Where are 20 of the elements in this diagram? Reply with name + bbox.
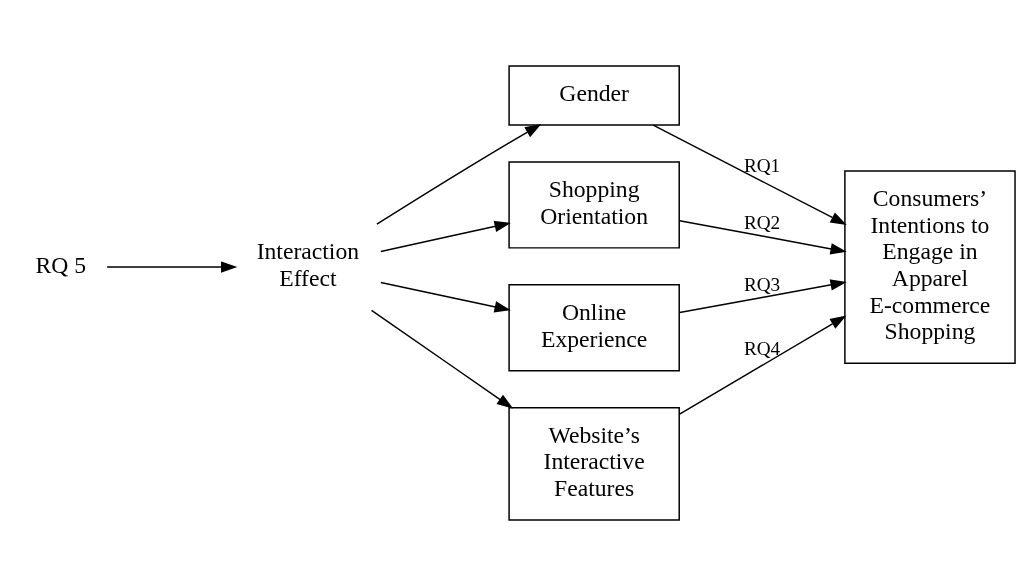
- edge-label: RQ3: [743, 273, 781, 295]
- node-text: RQ 5: [35, 251, 87, 278]
- edge-label: RQ4: [743, 337, 781, 359]
- arrow: [370, 309, 514, 409]
- edge-label: RQ2: [743, 211, 781, 233]
- node-box: Online Experience: [508, 283, 680, 371]
- arrow: [376, 123, 542, 225]
- node-box: Shopping Orientation: [508, 160, 680, 249]
- arrow: [678, 219, 847, 254]
- node-box: Gender: [508, 64, 680, 126]
- arrow: [380, 281, 511, 312]
- arrow: [678, 315, 847, 415]
- arrow: [106, 260, 238, 273]
- edge-label: RQ1: [743, 154, 781, 176]
- node-box: Consumers’ Intentions to Engage in Apparel E-commerce Shopping: [844, 169, 1016, 364]
- arrow: [380, 220, 511, 252]
- node-text: Interaction Effect: [256, 237, 360, 291]
- node-box: Website’s Interactive Features: [508, 406, 680, 521]
- arrow: [652, 123, 847, 225]
- arrow: [678, 278, 847, 313]
